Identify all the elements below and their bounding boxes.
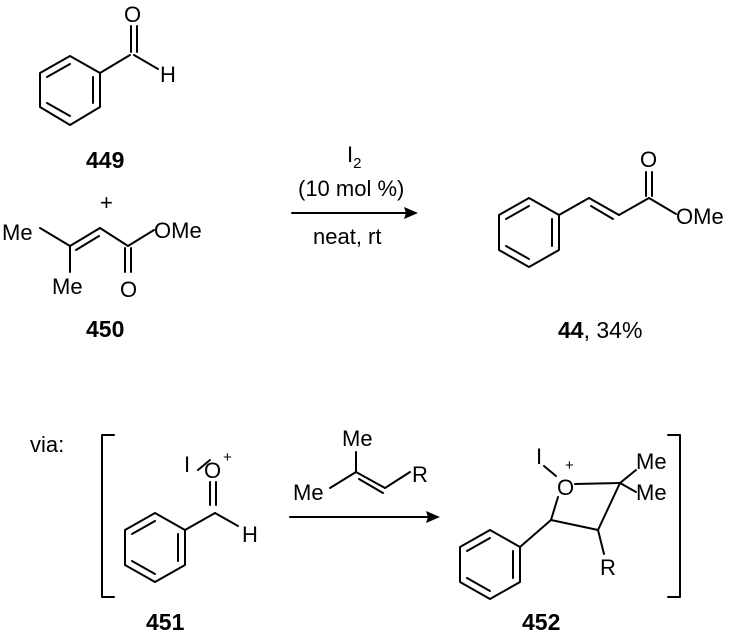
compound-451-structure: I O + H bbox=[124, 449, 258, 583]
atom-r-alkene: R bbox=[412, 462, 428, 487]
reagent-iodine: I2 bbox=[347, 142, 361, 172]
compound-449-structure: O H bbox=[39, 2, 176, 126]
atom-me1-alkene: Me bbox=[342, 426, 373, 451]
compound-label-449: 449 bbox=[86, 147, 124, 173]
reagent-loading: (10 mol %) bbox=[298, 176, 404, 201]
plus-sign: + bbox=[100, 190, 113, 215]
atom-r-452: R bbox=[600, 555, 616, 580]
atom-o-450: O bbox=[120, 277, 137, 302]
alkene-reagent-structure: Me Me R bbox=[293, 426, 428, 505]
benzene-ring-451 bbox=[124, 512, 186, 583]
atom-ome-450: OMe bbox=[154, 218, 202, 243]
compound-452-structure: I O + Me Me R bbox=[459, 444, 667, 600]
compound-label-452: 452 bbox=[522, 609, 560, 635]
benzene-ring-452 bbox=[459, 529, 521, 600]
reaction-arrow-1 bbox=[291, 207, 418, 219]
compound-450-structure: Me Me OMe O bbox=[2, 218, 202, 302]
charge-plus-451: + bbox=[223, 449, 232, 466]
compound-44-structure: O OMe bbox=[498, 147, 724, 268]
atom-o-44: O bbox=[640, 147, 657, 172]
atom-o-451: O bbox=[204, 458, 221, 483]
atom-me1-450: Me bbox=[2, 220, 33, 245]
atom-o-452: O bbox=[557, 475, 574, 500]
atom-me2-alkene: Me bbox=[293, 480, 324, 505]
reaction-arrow-2 bbox=[289, 511, 440, 523]
atom-ome-44: OMe bbox=[676, 204, 724, 229]
product-label-44: 44, 34% bbox=[558, 317, 642, 343]
atom-h-449: H bbox=[160, 62, 176, 87]
atom-o-449: O bbox=[124, 2, 141, 27]
reaction-conditions: neat, rt bbox=[313, 224, 381, 249]
atom-i-452: I bbox=[536, 444, 542, 469]
atom-h-451: H bbox=[242, 522, 258, 547]
atom-me1-452: Me bbox=[636, 449, 667, 474]
atom-me2-450: Me bbox=[52, 274, 83, 299]
compound-label-450: 450 bbox=[86, 316, 124, 342]
bracket-left bbox=[101, 434, 115, 598]
atom-i-451: I bbox=[184, 452, 190, 477]
compound-label-451: 451 bbox=[146, 609, 185, 635]
atom-me2-452: Me bbox=[636, 480, 667, 505]
via-label: via: bbox=[30, 432, 64, 457]
benzene-ring-449 bbox=[39, 55, 101, 126]
charge-plus-452: + bbox=[565, 457, 574, 474]
bracket-right bbox=[667, 434, 681, 598]
benzene-ring-44 bbox=[498, 197, 560, 268]
